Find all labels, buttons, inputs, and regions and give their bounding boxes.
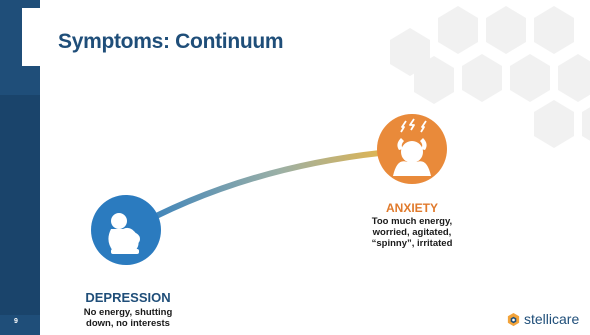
anxiety-line: worried, agitated, [372, 227, 452, 238]
title-tab [22, 8, 42, 66]
anxiety-line: Too much energy, [371, 216, 453, 227]
anxiety-circle [377, 114, 447, 184]
slide-number: 9 [14, 318, 18, 325]
stellicare-logo-icon [507, 312, 520, 326]
left-accent-notch [0, 95, 40, 315]
depression-description: No energy, shutting down, no interests [58, 307, 198, 329]
slide-title: Symptoms: Continuum [58, 30, 284, 53]
depression-line: down, no interests [86, 318, 170, 329]
hexagon-pattern-decoration [390, 6, 590, 148]
anxiety-heading: ANXIETY [385, 201, 438, 215]
anxiety-description: Too much energy, worried, agitated, “spi… [352, 216, 472, 249]
stressed-person-icon [393, 118, 431, 176]
brand-logo: stellicare [506, 311, 579, 327]
depression-heading: DEPRESSION [85, 290, 171, 305]
depression-line: No energy, shutting [83, 307, 173, 318]
anxiety-line: “spinny”, irritated [371, 238, 453, 249]
depression-circle [91, 195, 161, 265]
hunched-person-icon [108, 213, 140, 254]
brand-name: stellicare [524, 311, 580, 327]
